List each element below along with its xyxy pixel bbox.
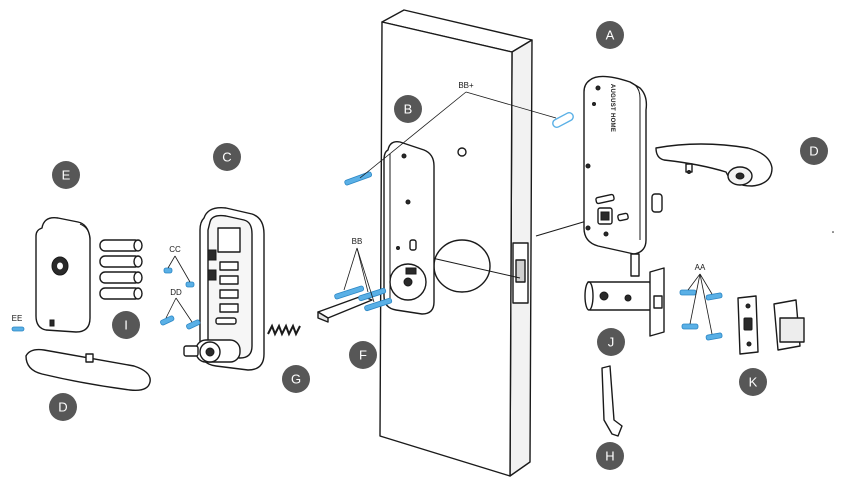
keypad-buttons bbox=[219, 261, 239, 313]
latch bbox=[584, 267, 665, 337]
badge-a: A bbox=[596, 21, 624, 49]
battery-cover bbox=[35, 217, 91, 333]
badge-d-right: D bbox=[800, 137, 828, 165]
badge-f: F bbox=[349, 341, 377, 369]
aa-screws bbox=[679, 289, 723, 341]
svg-text:B: B bbox=[404, 102, 413, 117]
svg-text:C: C bbox=[222, 150, 231, 165]
badge-i: I bbox=[112, 311, 140, 339]
svg-text:K: K bbox=[749, 375, 758, 390]
svg-text:F: F bbox=[359, 348, 367, 363]
svg-text:D: D bbox=[809, 144, 818, 159]
callout-labels: BB+ BB CC DD EE AA bbox=[12, 81, 706, 323]
ee-screw bbox=[11, 326, 25, 332]
strike-plate bbox=[737, 295, 759, 355]
battery bbox=[99, 271, 143, 284]
spring bbox=[267, 323, 301, 337]
svg-text:I: I bbox=[124, 318, 128, 333]
battery bbox=[99, 239, 143, 252]
battery bbox=[99, 287, 143, 300]
svg-text:E: E bbox=[62, 168, 71, 183]
exterior-lever bbox=[655, 143, 773, 187]
august-logo bbox=[51, 256, 69, 276]
batteries bbox=[99, 239, 143, 300]
svg-text:H: H bbox=[605, 449, 614, 464]
badge-e: E bbox=[52, 161, 80, 189]
exterior-backplate: AUGUST HOME bbox=[583, 75, 663, 277]
badge-c: C bbox=[213, 143, 241, 171]
keypad-unit bbox=[183, 207, 265, 371]
svg-text:A: A bbox=[606, 28, 615, 43]
callout-bb-plus: BB+ bbox=[458, 81, 474, 90]
callout-cc: CC bbox=[169, 245, 181, 254]
badge-k: K bbox=[739, 368, 767, 396]
tailpiece bbox=[317, 295, 373, 323]
leader-lines bbox=[165, 91, 713, 335]
bb-plus-pin bbox=[552, 112, 574, 128]
badge-h: H bbox=[596, 442, 624, 470]
brand-text: AUGUST HOME bbox=[609, 84, 615, 132]
callout-ee: EE bbox=[12, 314, 23, 323]
cc-screws bbox=[163, 267, 195, 288]
svg-text:J: J bbox=[608, 335, 615, 350]
svg-text:D: D bbox=[58, 400, 67, 415]
badge-g: G bbox=[282, 365, 310, 393]
dd-screws bbox=[160, 315, 201, 330]
callout-bb: BB bbox=[352, 237, 363, 246]
badge-d-left: D bbox=[49, 393, 77, 421]
cam-bar bbox=[601, 365, 623, 437]
interior-lever bbox=[25, 348, 151, 392]
badge-j: J bbox=[597, 328, 625, 356]
callout-dd: DD bbox=[170, 288, 182, 297]
bb-screws bbox=[334, 171, 393, 312]
callout-aa: AA bbox=[695, 263, 706, 272]
badge-b: B bbox=[394, 95, 422, 123]
strike-box bbox=[773, 299, 805, 351]
interior-mounting-plate bbox=[383, 140, 435, 315]
stray-dot bbox=[832, 231, 834, 233]
battery bbox=[99, 255, 143, 268]
svg-text:G: G bbox=[291, 372, 301, 387]
